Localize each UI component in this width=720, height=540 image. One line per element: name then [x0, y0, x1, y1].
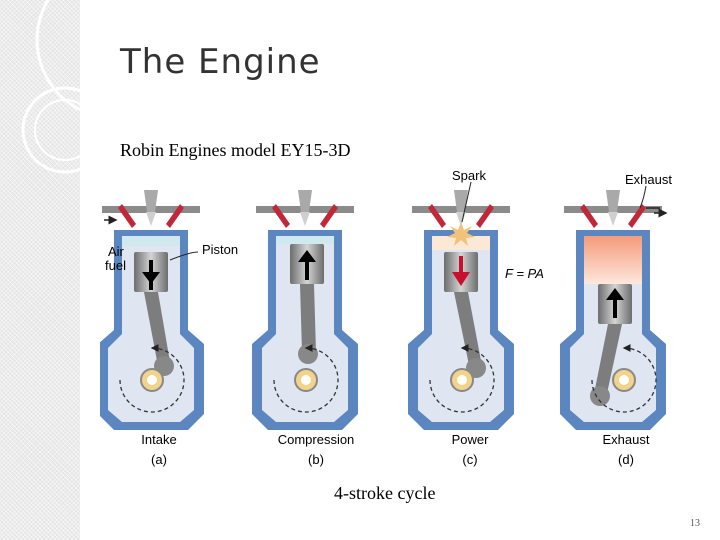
label-piston: Piston — [202, 242, 238, 257]
figure-caption: 4-stroke cycle — [334, 483, 436, 503]
label-spark: Spark — [452, 168, 486, 183]
stroke-name-power: Power — [452, 432, 490, 447]
stroke-panel-exhaust — [560, 190, 668, 430]
spark-pointer — [461, 181, 472, 223]
stroke-panel-compression — [252, 190, 358, 430]
label-fuel: fuel — [105, 258, 126, 273]
stroke-name-exhaust: Exhaust — [603, 432, 650, 447]
stroke-letter-exhaust: (d) — [618, 452, 634, 467]
page-number: 13 — [690, 518, 700, 529]
side-pattern-band — [0, 0, 80, 540]
exhaust-pointer — [639, 185, 647, 209]
piston-pointer — [169, 251, 199, 261]
label-exhaust-gas: Exhaust — [625, 172, 672, 187]
label-force: F = PA — [505, 266, 544, 281]
stroke-letter-power: (c) — [462, 452, 477, 467]
label-air: Air — [108, 244, 125, 259]
slide-title: The Engine — [120, 42, 321, 82]
slide-subtitle: Robin Engines model EY15-3D — [120, 140, 351, 160]
stroke-name-compression: Compression — [278, 432, 355, 447]
stroke-panel-intake — [100, 190, 204, 430]
four-stroke-engine-diagram: Air fuel Piston Spark Exhaust F = PA Int… — [100, 168, 672, 467]
stroke-letter-intake: (a) — [151, 452, 167, 467]
stroke-name-intake: Intake — [141, 432, 176, 447]
decorative-circles — [21, 0, 140, 174]
stroke-panel-power — [408, 190, 514, 430]
stroke-letter-compression: (b) — [308, 452, 324, 467]
spark-icon — [447, 222, 475, 246]
